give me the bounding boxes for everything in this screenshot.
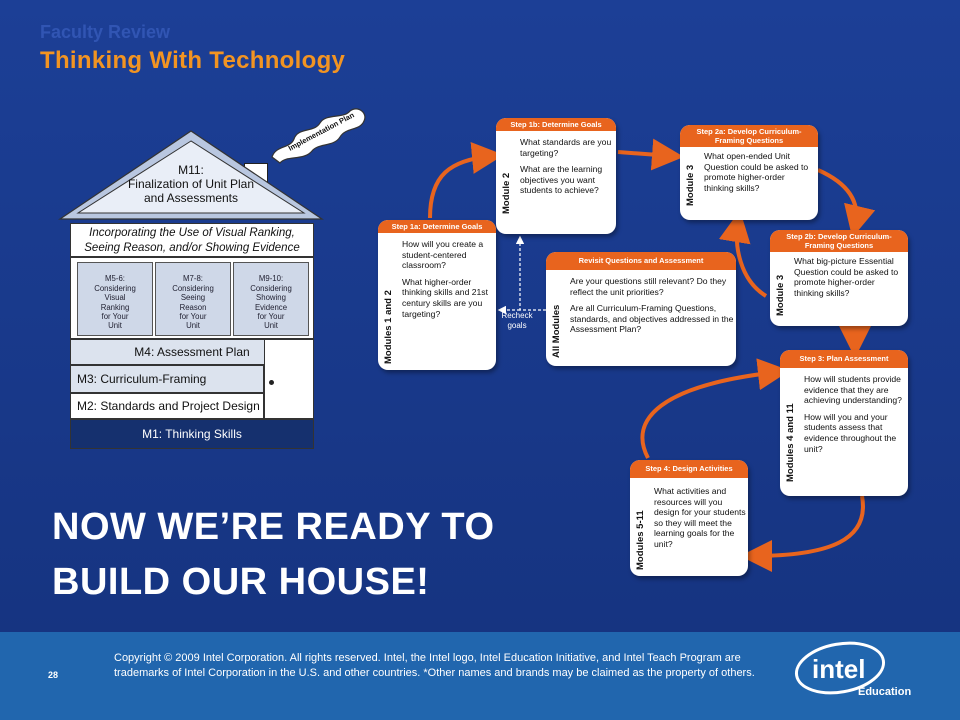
revisit-header: Revisit Questions and Assessment: [546, 252, 736, 270]
revisit-text: Are your questions still relevant? Do th…: [570, 276, 734, 341]
step-3-body: Modules 4 and 11 How will students provi…: [780, 368, 908, 496]
m1-band: M1: Thinking Skills: [70, 419, 314, 449]
step-4-text: What activities and resources will you d…: [654, 486, 746, 556]
step-2a-modules: Module 3: [685, 164, 696, 206]
room-id: M9-10:: [258, 274, 284, 283]
room-m9-10: M9-10: Considering Showing Evidence for …: [233, 262, 309, 336]
step-2a-header: Step 2a: Develop Curriculum-Framing Ques…: [680, 125, 818, 147]
m11-label: M11:: [178, 163, 204, 177]
step-4-header: Step 4: Design Activities: [630, 460, 748, 478]
step-4-q1: What activities and resources will you d…: [654, 486, 746, 549]
room-id: M5-6:: [105, 274, 125, 283]
door-knob: [269, 380, 274, 385]
room-line: Considering: [172, 284, 214, 294]
step-1a-box: Step 1a: Determine Goals Modules 1 and 2…: [378, 220, 496, 370]
step-1b-modules: Module 2: [501, 172, 512, 214]
room-id: M7-8:: [183, 274, 203, 283]
step-1a-q1: How will you create a student-centered c…: [402, 239, 484, 271]
m11-line2: and Assessments: [143, 191, 239, 205]
step-2b-modules: Module 3: [775, 274, 786, 316]
room-line: Reason: [179, 302, 207, 312]
step-2a-text: What open-ended Unit Question could be a…: [704, 151, 816, 199]
m11-line1: Finalization of Unit Plan: [127, 177, 255, 191]
m3-band: M3: Curriculum-Framing Questions: [70, 365, 264, 412]
step-1a-body: Modules 1 and 2 How will you create a st…: [378, 233, 496, 370]
revisit-modules: All Modules: [551, 304, 562, 358]
smoke-cloud-icon: Implementation Plan: [271, 108, 366, 164]
slide-title: Thinking With Technology: [40, 47, 346, 74]
step-2b-text: What big-picture Essential Question coul…: [794, 256, 906, 304]
revisit-q1: Are your questions still relevant? Do th…: [570, 276, 727, 297]
revisit-body: All Modules Are your questions still rel…: [546, 270, 736, 366]
step-1b-text: What standards are you targeting? What a…: [520, 137, 614, 202]
room-line: Ranking: [100, 302, 130, 312]
room-line: Unit: [186, 321, 200, 331]
step-3-header: Step 3: Plan Assessment: [780, 350, 908, 368]
visual-tools-line2: Seeing Reason, and/or Showing Evidence: [84, 242, 300, 254]
step-1a-header: Step 1a: Determine Goals: [378, 220, 496, 233]
room-line: Seeing: [180, 293, 206, 303]
step-4-body: Modules 5-11 What activities and resourc…: [630, 478, 748, 576]
step-3-text: How will students provide evidence that …: [804, 374, 906, 460]
room-line: Unit: [264, 321, 278, 331]
footer-bar: [0, 632, 960, 720]
revisit-box: Revisit Questions and Assessment All Mod…: [546, 252, 736, 366]
room-m5-6: M5-6: Considering Visual Ranking for You…: [77, 262, 153, 336]
step-1a-q2: What higher-order thinking skills and 21…: [402, 276, 488, 319]
step-1b-header: Step 1b: Determine Goals: [496, 118, 616, 131]
step-3-q2: How will you and your students assess th…: [804, 411, 897, 454]
m2-band: M2: Standards and Project Design: [70, 393, 264, 419]
copyright-text: Copyright © 2009 Intel Corporation. All …: [114, 652, 755, 679]
room-line: for Your: [101, 311, 129, 321]
visual-tools-band: Incorporating the Use of Visual Ranking,…: [70, 223, 314, 257]
room-line: Showing: [256, 293, 286, 303]
step-2a-body: Module 3 What open-ended Unit Question c…: [680, 147, 818, 220]
step-1b-body: Module 2 What standards are you targetin…: [496, 131, 616, 234]
room-line: Considering: [94, 284, 136, 294]
step-3-modules: Modules 4 and 11: [785, 403, 796, 482]
step-3-q1: How will students provide evidence that …: [804, 374, 902, 406]
recheck-goals-label: Recheck goals: [501, 311, 533, 330]
step-1a-modules: Modules 1 and 2: [383, 290, 394, 364]
step-1b-box: Step 1b: Determine Goals Module 2 What s…: [496, 118, 616, 234]
intel-logo-text: intel: [812, 654, 865, 684]
room-line: Visual: [104, 293, 126, 303]
education-label: Education: [858, 686, 912, 698]
step-2b-body: Module 3 What big-picture Essential Ques…: [770, 252, 908, 326]
room-line: for Your: [179, 311, 207, 321]
house-diagram: Implementation Plan M11: Finalization of…: [56, 105, 366, 455]
slide-subtitle: Faculty Review: [40, 22, 171, 42]
revisit-q2: Are all Curriculum-Framing Questions, st…: [570, 303, 734, 335]
step-2b-q1: What big-picture Essential Question coul…: [794, 256, 899, 298]
room-m7-8: M7-8: Considering Seeing Reason for Your…: [155, 262, 231, 336]
rooms-band: M5-6: Considering Visual Ranking for You…: [70, 257, 314, 339]
visual-tools-line1: Incorporating the Use of Visual Ranking,: [89, 227, 295, 239]
step-4-modules: Modules 5-11: [635, 510, 646, 570]
room-line: Unit: [108, 321, 122, 331]
step-1b-q1: What standards are you targeting?: [520, 137, 612, 158]
step-2b-box: Step 2b: Develop Curriculum-Framing Ques…: [770, 230, 908, 326]
page-number: 28: [48, 670, 59, 680]
step-4-box: Step 4: Design Activities Modules 5-11 W…: [630, 460, 748, 576]
step-2a-box: Step 2a: Develop Curriculum-Framing Ques…: [680, 125, 818, 220]
step-1a-text: How will you create a student-centered c…: [402, 239, 494, 325]
headline: NOW WE’RE READY TO BUILD OUR HOUSE!: [52, 506, 495, 603]
m11-block: M11: Finalization of Unit Plan and Asses…: [56, 163, 326, 205]
step-2b-header: Step 2b: Develop Curriculum-Framing Ques…: [770, 230, 908, 252]
intel-logo-icon: intel: [794, 641, 886, 695]
step-1b-q2: What are the learning objectives you wan…: [520, 164, 603, 196]
step-2a-q1: What open-ended Unit Question could be a…: [704, 151, 809, 193]
room-line: Evidence: [254, 302, 288, 312]
roof: [58, 130, 324, 220]
room-line: for Your: [257, 311, 285, 321]
door: [264, 339, 314, 419]
step-3-box: Step 3: Plan Assessment Modules 4 and 11…: [780, 350, 908, 496]
room-line: Considering: [250, 284, 292, 294]
